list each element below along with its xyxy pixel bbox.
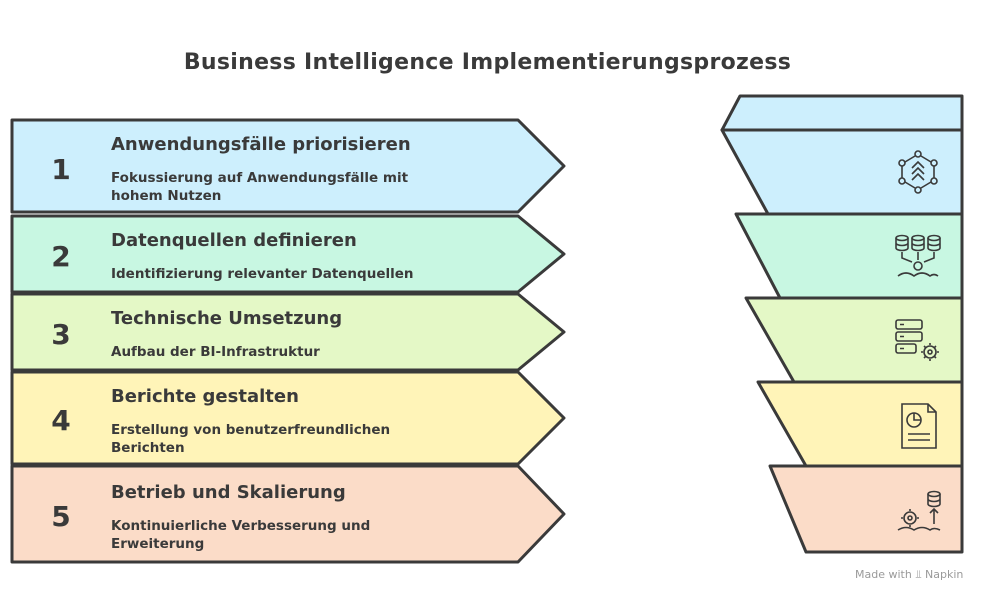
step-5-description-line-2: Erweiterung	[111, 536, 205, 552]
server-gear-icon	[895, 319, 939, 361]
made-with-label: Made with	[855, 568, 912, 581]
step-3-title: Technische Umsetzung	[111, 308, 343, 329]
step-4-number: 4	[51, 404, 71, 437]
step-4-description-line-1: Erstellung von benutzerfreundlichen	[111, 422, 391, 438]
step-2-title: Datenquellen definieren	[111, 230, 357, 251]
scaling-gear-database-icon	[897, 490, 941, 531]
step-2-number: 2	[51, 240, 71, 273]
folded-ribbon	[720, 94, 964, 554]
step-2-description-line-1: Identifizierung relevanter Datenquellen	[111, 266, 414, 282]
step-4-description-line-2: Berichten	[111, 440, 185, 456]
made-with-napkin-footer[interactable]: Made with ⫫ Napkin	[855, 568, 963, 582]
step-5-title: Betrieb und Skalierung	[111, 482, 346, 503]
step-4-arrow	[10, 370, 566, 466]
step-1-number: 1	[51, 153, 71, 186]
napkin-brand-label: Napkin	[925, 568, 964, 581]
step-5-number: 5	[51, 500, 71, 533]
diagram-title: Business Intelligence Implementierungspr…	[183, 50, 792, 75]
step-3-arrow	[10, 292, 566, 372]
step-3-description-line-1: Aufbau der BI-Infrastruktur	[111, 344, 320, 360]
napkin-logo-icon: ⫫	[915, 568, 922, 581]
step-3-number: 3	[51, 318, 71, 351]
step-1-description-line-1: Fokussierung auf Anwendungsfälle mit	[111, 170, 409, 186]
step-4-title: Berichte gestalten	[111, 386, 299, 407]
step-1-description-line-2: hohem Nutzen	[111, 188, 222, 204]
step-1-title: Anwendungsfälle priorisieren	[111, 134, 411, 155]
step-5-arrow	[10, 464, 566, 564]
step-2-arrow	[10, 214, 566, 294]
step-1-arrow	[10, 118, 566, 214]
network-hierarchy-icon	[898, 150, 938, 194]
database-sources-icon	[895, 234, 941, 277]
report-document-icon	[901, 403, 937, 449]
step-5-description-line-1: Kontinuierliche Verbesserung und	[111, 518, 371, 534]
